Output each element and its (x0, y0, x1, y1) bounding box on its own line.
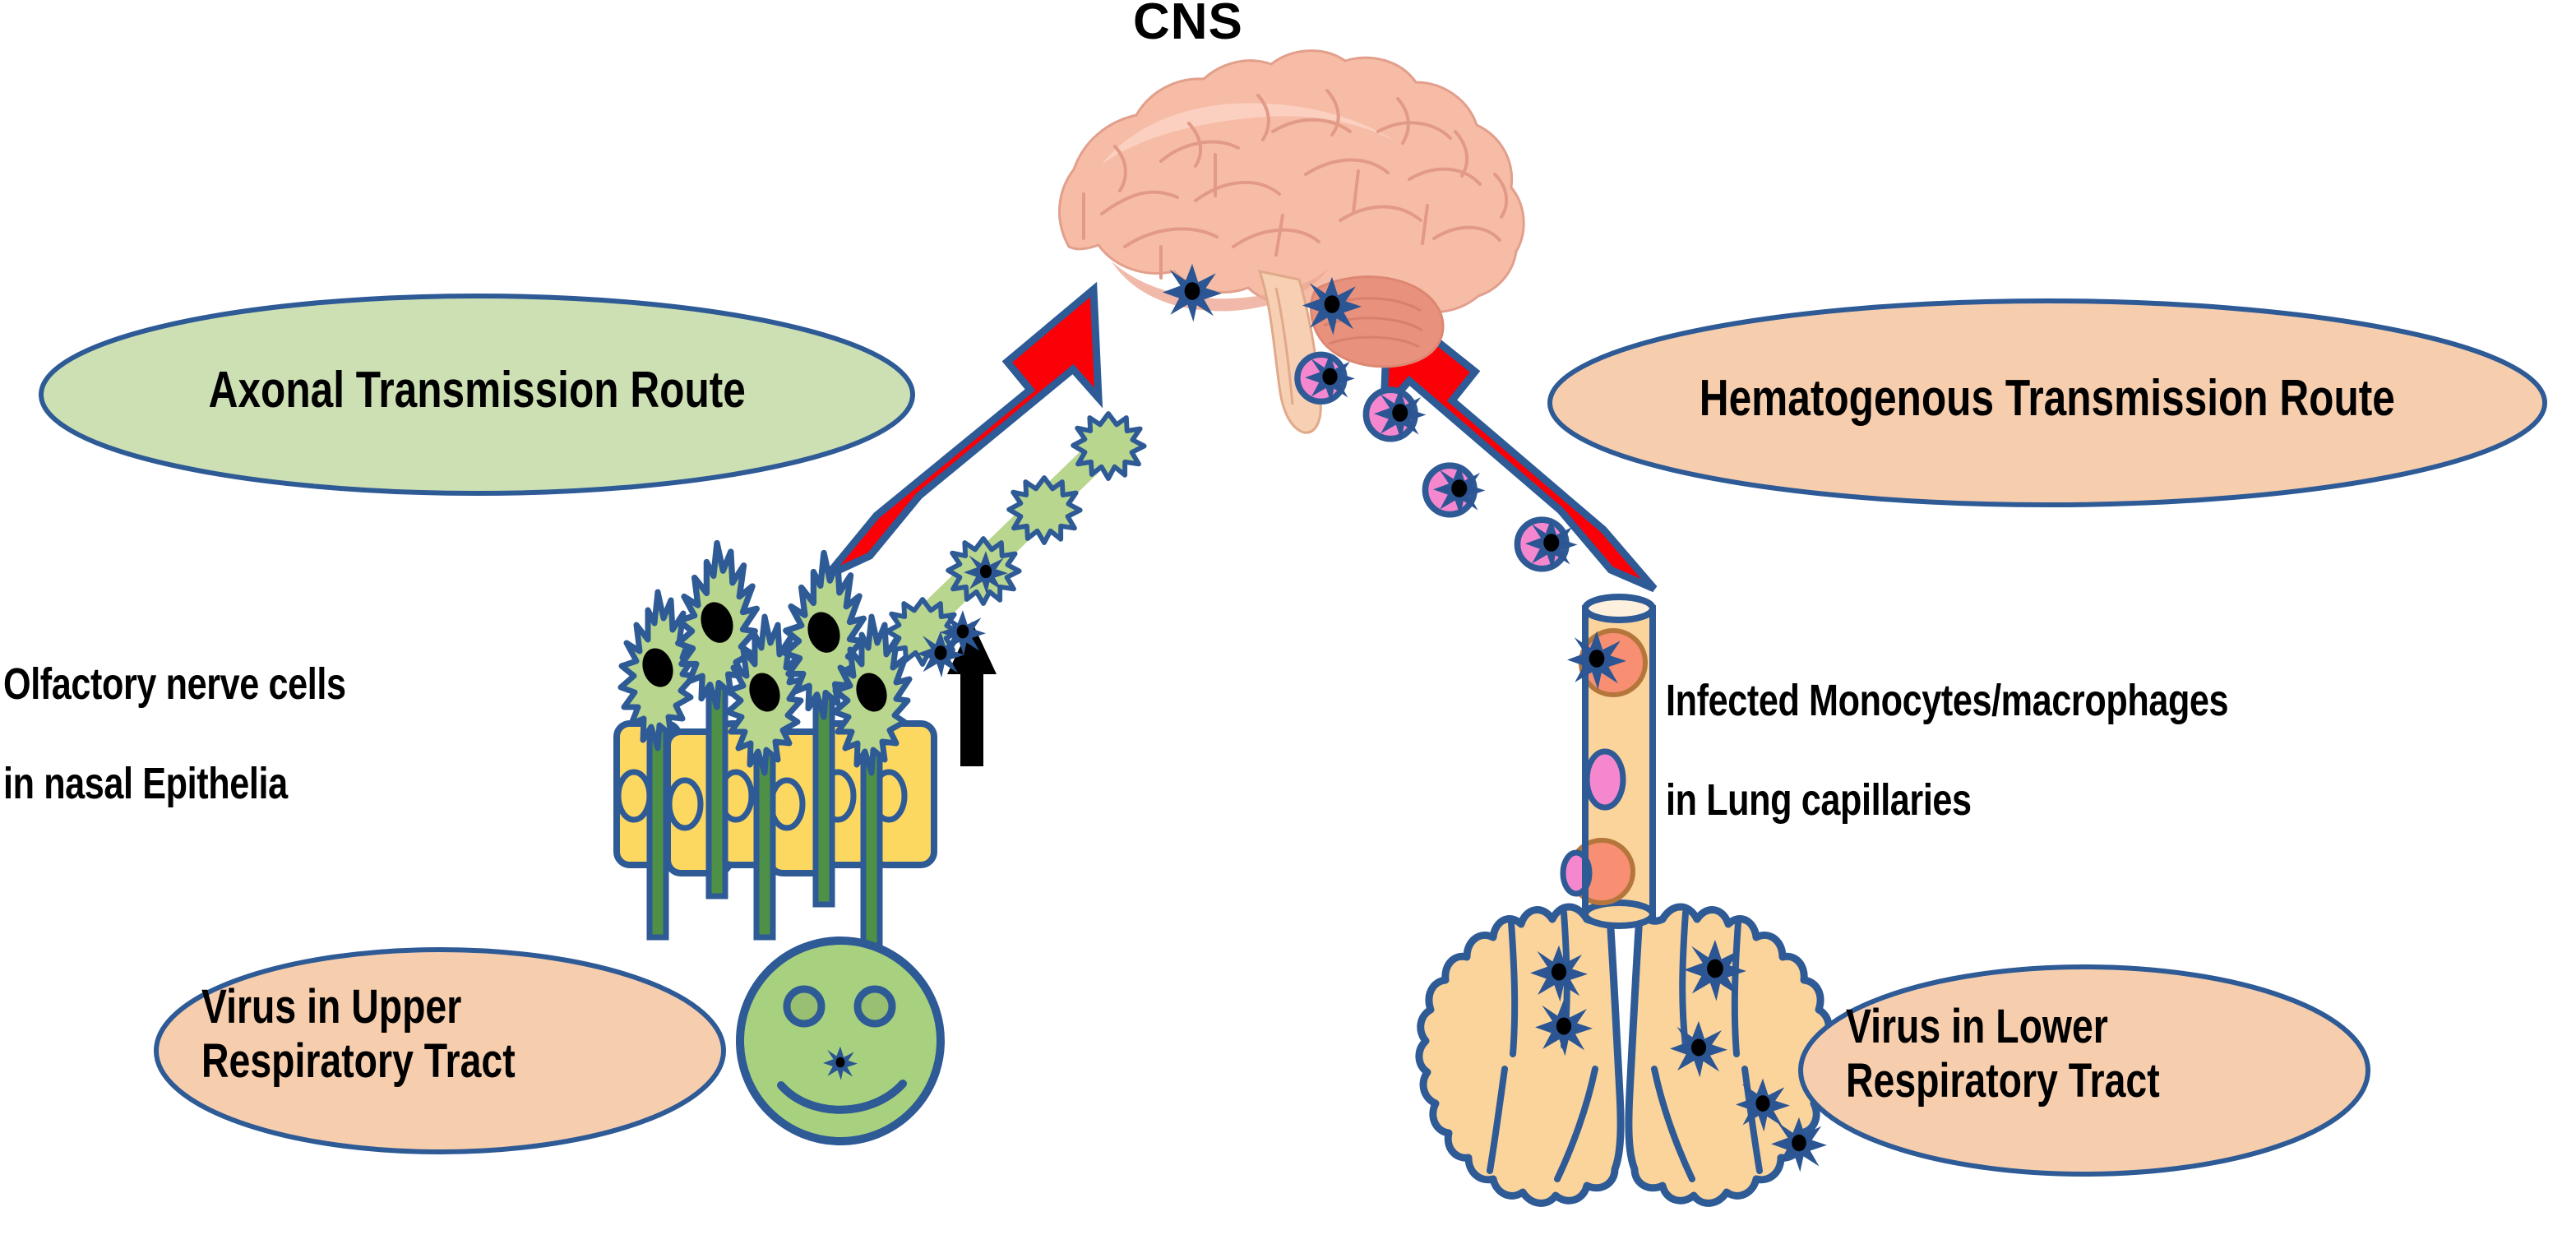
face-smile (777, 1080, 907, 1114)
olfactory-nerve-label-line2: in nasal Epithelia (3, 759, 288, 809)
brain-icon (1058, 49, 1525, 434)
callout-hematogenous-route (1547, 298, 2547, 507)
infected-monocytes-label: Infected Monocytes/macrophages in Lung c… (1666, 627, 2576, 825)
capillary-tube-icon (1560, 594, 1656, 929)
infected-cell-icon (1297, 354, 1355, 403)
monocyte-cell (1584, 748, 1626, 811)
infected-monocytes-label-line2: in Lung capillaries (1666, 775, 1972, 825)
page-title: CNS (1133, 0, 1243, 50)
face-eye-right (853, 985, 896, 1028)
infected-monocytes-label-line1: Infected Monocytes/macrophages (1666, 676, 2229, 726)
lungs-icon (1415, 899, 1834, 1207)
infected-cell-icon (1425, 465, 1485, 516)
olfactory-nerve-label: Olfactory nerve cells in nasal Epithelia (3, 610, 628, 809)
red-arrow-up-right-icon (824, 281, 1103, 580)
axon-path-band (901, 423, 1128, 645)
face-eye-left (783, 985, 826, 1028)
smiley-face-icon (736, 936, 945, 1145)
infected-cell-icon (1517, 519, 1577, 570)
infected-cell-icon (1366, 389, 1426, 440)
olfactory-nerve-label-line1: Olfactory nerve cells (3, 659, 346, 710)
black-arrow-up-icon (947, 622, 997, 766)
olfactory-neuron-layer (621, 543, 909, 949)
callout-axonal-route (39, 294, 915, 496)
callout-upper-respiratory (154, 947, 726, 1154)
callout-lower-respiratory (1798, 964, 2370, 1177)
olfactory-neuron-icon (621, 592, 696, 748)
